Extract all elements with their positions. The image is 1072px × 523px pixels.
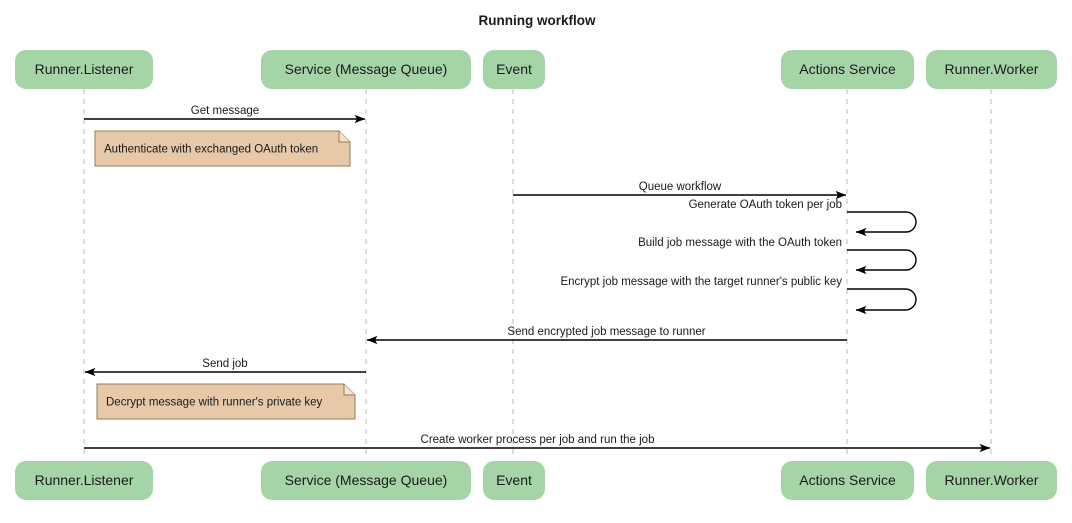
message-build-job-message[interactable]: Build job message with the OAuth token xyxy=(638,237,917,275)
message-self-loop xyxy=(847,288,917,315)
message-encrypt-job-message[interactable]: Encrypt job message with the target runn… xyxy=(560,276,917,315)
participant-actions_service-bottom[interactable]: Actions Service xyxy=(781,461,914,500)
participant-service_mq-bottom[interactable]: Service (Message Queue) xyxy=(261,461,471,500)
note-decrypt-note: Decrypt message with runner's private ke… xyxy=(96,383,356,420)
participant-runner_listener-bottom[interactable]: Runner.Listener xyxy=(15,461,153,500)
participant-runner_listener-top[interactable]: Runner.Listener xyxy=(15,50,153,89)
message-label: Send job xyxy=(202,358,247,370)
message-send-job[interactable]: Send job xyxy=(84,358,366,377)
participant-label: Event xyxy=(496,472,532,488)
participant-label: Service (Message Queue) xyxy=(285,472,448,488)
message-label: Queue workflow xyxy=(639,181,722,193)
note-fold-corner xyxy=(343,384,355,396)
message-create-worker-process[interactable]: Create worker process per job and run th… xyxy=(84,434,991,453)
participant-event-bottom[interactable]: Event xyxy=(483,461,545,500)
participant-box xyxy=(483,50,545,89)
participant-box xyxy=(15,50,153,89)
participant-service_mq-top[interactable]: Service (Message Queue) xyxy=(261,50,471,89)
participant-runner_worker-bottom[interactable]: Runner.Worker xyxy=(926,461,1057,500)
message-self-loop xyxy=(847,249,917,275)
message-get-message[interactable]: Get message xyxy=(84,105,366,124)
participant-runner_worker-top[interactable]: Runner.Worker xyxy=(926,50,1057,89)
notes-layer: Authenticate with exchanged OAuth tokenD… xyxy=(94,130,356,420)
participant-event-top[interactable]: Event xyxy=(483,50,545,89)
participant-box xyxy=(483,461,545,500)
participants-top-layer: Runner.Listener Service (Message Queue) Ev… xyxy=(15,50,1057,89)
note-body xyxy=(94,130,351,167)
message-label: Create worker process per job and run th… xyxy=(421,434,655,446)
participant-label: Runner.Listener xyxy=(35,472,134,488)
participant-box xyxy=(15,461,153,500)
message-generate-oauth-token[interactable]: Generate OAuth token per job xyxy=(689,199,917,237)
participant-label: Actions Service xyxy=(799,61,896,77)
participant-label: Service (Message Queue) xyxy=(285,61,448,77)
message-label: Send encrypted job message to runner xyxy=(507,326,705,338)
note-body xyxy=(96,383,356,420)
message-send-encrypted-job-message[interactable]: Send encrypted job message to runner xyxy=(366,326,847,345)
participant-box xyxy=(261,461,471,500)
participant-box xyxy=(781,50,914,89)
message-label: Build job message with the OAuth token xyxy=(638,237,842,249)
message-label: Get message xyxy=(191,105,259,117)
participants-bottom-layer: Runner.Listener Service (Message Queue) Ev… xyxy=(15,461,1057,500)
message-queue-workflow[interactable]: Queue workflow xyxy=(513,181,847,200)
participant-label: Event xyxy=(496,61,532,77)
message-label: Encrypt job message with the target runn… xyxy=(560,276,842,288)
participant-box xyxy=(926,461,1057,500)
message-label: Generate OAuth token per job xyxy=(689,199,842,211)
participant-box xyxy=(926,50,1057,89)
diagram-title: Running workflow xyxy=(479,13,596,28)
participant-label: Runner.Listener xyxy=(35,61,134,77)
participant-box xyxy=(781,461,914,500)
lifelines-layer xyxy=(83,89,992,459)
message-self-loop xyxy=(847,211,917,237)
participant-label: Runner.Worker xyxy=(945,61,1039,77)
participant-label: Runner.Worker xyxy=(945,472,1039,488)
participant-actions_service-top[interactable]: Actions Service xyxy=(781,50,914,89)
note-authenticate-note: Authenticate with exchanged OAuth token xyxy=(94,130,351,167)
note-text: Decrypt message with runner's private ke… xyxy=(106,397,323,409)
participant-label: Actions Service xyxy=(799,472,896,488)
note-fold-corner xyxy=(338,131,350,143)
note-text: Authenticate with exchanged OAuth token xyxy=(104,144,318,156)
participant-box xyxy=(261,50,471,89)
